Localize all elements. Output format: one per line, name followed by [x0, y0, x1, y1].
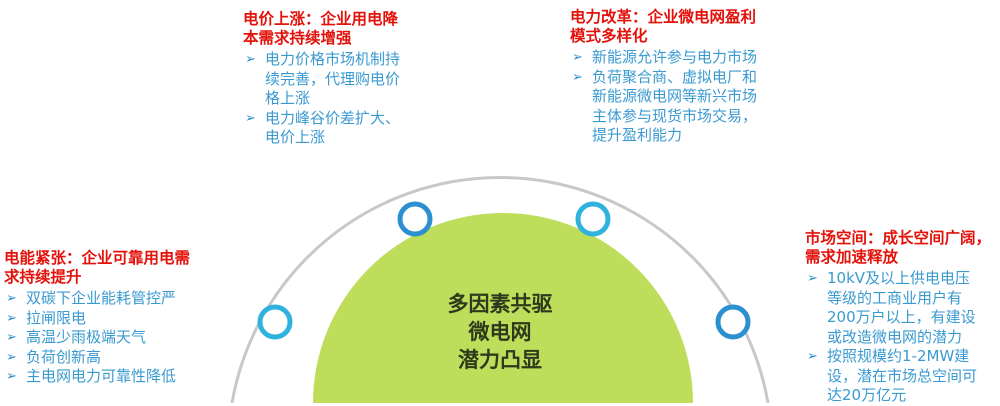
factor-heading: 市场空间：成长空间广阔， 需求加速释放	[805, 229, 1000, 267]
bullet-line: 续完善，代理购电价	[265, 69, 401, 88]
factor-power-reform: 电力改革：企业微电网盈利 模式多样化 ➢ 新能源允许参与电力市场 ➢ 负荷聚合商…	[570, 8, 810, 146]
bullet-list: ➢ 双碳下企业能耗管控严 ➢ 拉闸限电 ➢ 高温少雨极端天气 ➢ 负荷创新高 ➢…	[4, 289, 244, 387]
bullet-item: ➢ 10kV及以上供电电压 等级的工商业用户有 200万户以上，有建设 或改造微…	[805, 269, 1000, 347]
heading-line: 本需求持续增强	[243, 29, 352, 47]
bullet-arrow-icon: ➢	[572, 50, 583, 65]
bullet-arrow-icon: ➢	[807, 271, 818, 286]
bullet-line: 提升盈利能力	[592, 126, 683, 144]
bullet-line: 主电网电力可靠性降低	[26, 367, 177, 385]
bullet-line: 负荷聚合商、虚拟电厂和	[592, 67, 758, 86]
bullet-line: 双碳下企业能耗管控严	[26, 289, 177, 307]
center-half-disk	[313, 213, 693, 403]
bullet-item: ➢ 双碳下企业能耗管控严	[4, 289, 244, 309]
factor-electricity-price: 电价上涨：企业用电降 本需求持续增强 ➢ 电力价格市场机制持 续完善，代理购电价…	[243, 10, 443, 148]
bullet-arrow-icon: ➢	[245, 110, 256, 126]
bullet-line: 负荷创新高	[26, 347, 102, 366]
center-title-line: 潜力凸显	[458, 348, 542, 372]
bullet-line: 电价上涨	[265, 128, 326, 146]
bullet-line: 新能源允许参与电力市场	[592, 48, 758, 66]
heading-line: 需求加速释放	[805, 248, 899, 266]
bullet-line: 设，潜在市场总空间可	[827, 366, 978, 385]
center-title: 多因素共驱 微电网 潜力凸显	[400, 290, 600, 374]
bullet-line: 或改造微电网的潜力	[827, 327, 963, 346]
bullet-arrow-icon: ➢	[6, 369, 17, 384]
bullet-item: ➢ 新能源允许参与电力市场	[570, 48, 810, 68]
bullet-arrow-icon: ➢	[6, 349, 17, 365]
bullet-item: ➢ 电力价格市场机制持 续完善，代理购电价 格上涨	[243, 50, 443, 109]
bullet-list: ➢ 新能源允许参与电力市场 ➢ 负荷聚合商、虚拟电厂和 新能源微电网等新兴市场 …	[570, 48, 810, 146]
bullet-line: 10kV及以上供电电压	[827, 269, 971, 287]
bullet-item: ➢ 主电网电力可靠性降低	[4, 367, 244, 387]
bullet-item: ➢ 高温少雨极端天气	[4, 328, 244, 348]
factor-heading: 电力改革：企业微电网盈利 模式多样化	[570, 8, 810, 46]
factor-market-space: 市场空间：成长空间广阔， 需求加速释放 ➢ 10kV及以上供电电压 等级的工商业…	[805, 229, 1000, 406]
node-circle-top-right	[575, 201, 611, 237]
bullet-line: 200万户以上，有建设	[827, 308, 976, 326]
bullet-line: 格上涨	[265, 89, 311, 107]
bullet-line: 电力价格市场机制持	[265, 50, 401, 68]
bullet-line: 新能源微电网等新兴市场	[592, 87, 758, 105]
factor-heading: 电能紧张：企业可靠用电需 求持续提升	[4, 249, 244, 287]
center-title-line: 微电网	[468, 320, 532, 344]
bullet-line: 高温少雨极端天气	[26, 328, 147, 346]
bullet-item: ➢ 按照规模约1-2MW建 设，潜在市场总空间可 达20万亿元	[805, 347, 1000, 406]
bullet-line: 等级的工商业用户有	[827, 288, 963, 307]
bullet-item: ➢ 负荷聚合商、虚拟电厂和 新能源微电网等新兴市场 主体参与现货市场交易， 提升…	[570, 68, 810, 146]
bullet-item: ➢ 电力峰谷价差扩大、 电价上涨	[243, 109, 443, 148]
heading-line: 市场空间：成长空间广阔，	[805, 229, 992, 247]
bullet-item: ➢ 负荷创新高	[4, 348, 244, 368]
node-circle-left	[257, 304, 293, 340]
bullet-arrow-icon: ➢	[6, 291, 17, 306]
node-circle-right	[715, 304, 751, 340]
bullet-item: ➢ 拉闸限电	[4, 309, 244, 329]
heading-line: 电能紧张：企业可靠用电需	[4, 249, 191, 267]
heading-line: 电力改革：企业微电网盈利	[570, 8, 757, 26]
center-title-line: 多因素共驱	[447, 292, 553, 316]
bullet-list: ➢ 电力价格市场机制持 续完善，代理购电价 格上涨 ➢ 电力峰谷价差扩大、 电价…	[243, 50, 443, 148]
bullet-arrow-icon: ➢	[6, 330, 17, 345]
bullet-arrow-icon: ➢	[6, 310, 17, 326]
node-circle-top-left	[397, 201, 433, 237]
factor-power-shortage: 电能紧张：企业可靠用电需 求持续提升 ➢ 双碳下企业能耗管控严 ➢ 拉闸限电 ➢…	[4, 249, 244, 387]
bullet-line: 达20万亿元	[827, 386, 907, 404]
bullet-arrow-icon: ➢	[807, 349, 818, 364]
outer-arc	[230, 175, 770, 403]
bullet-arrow-icon: ➢	[245, 52, 256, 67]
bullet-line: 电力峰谷价差扩大、	[265, 108, 401, 127]
bullet-list: ➢ 10kV及以上供电电压 等级的工商业用户有 200万户以上，有建设 或改造微…	[805, 269, 1000, 406]
heading-line: 电价上涨：企业用电降	[243, 10, 399, 28]
factor-heading: 电价上涨：企业用电降 本需求持续增强	[243, 10, 443, 48]
bullet-line: 主体参与现货市场交易，	[592, 106, 758, 125]
bullet-arrow-icon: ➢	[572, 69, 583, 85]
heading-line: 模式多样化	[570, 27, 648, 45]
bullet-line: 按照规模约1-2MW建	[827, 347, 970, 365]
bullet-line: 拉闸限电	[26, 308, 87, 327]
heading-line: 求持续提升	[4, 268, 82, 286]
